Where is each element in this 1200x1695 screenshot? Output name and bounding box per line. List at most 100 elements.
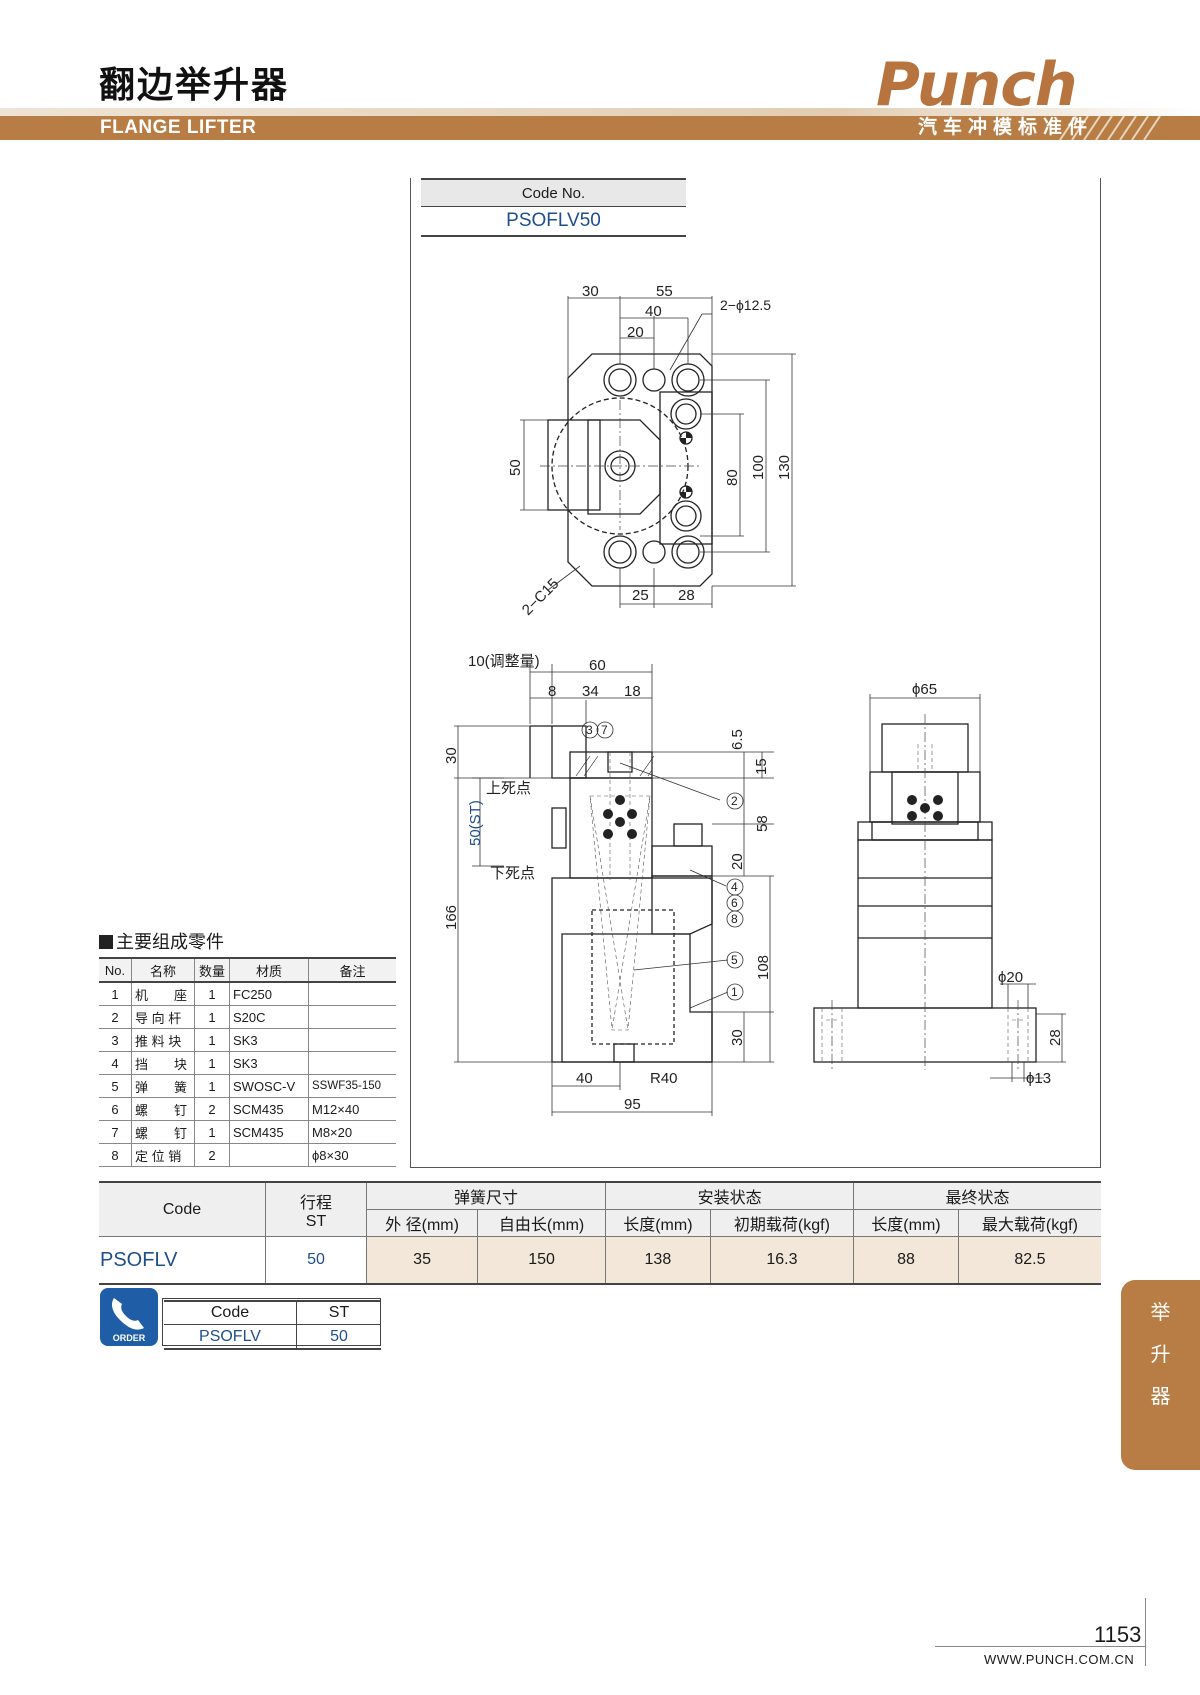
spec-st: 50 — [265, 1236, 367, 1285]
svg-text:3: 3 — [586, 723, 593, 737]
brand-logo: Punch — [876, 50, 1078, 120]
website-link[interactable]: WWW.PUNCH.COM.CN — [984, 1652, 1135, 1667]
svg-text:5: 5 — [731, 953, 738, 967]
cell: 定 位 销 — [131, 1143, 195, 1167]
svg-text:95: 95 — [624, 1096, 641, 1113]
cell: 1 — [194, 1005, 230, 1029]
svg-text:2−C15: 2−C15 — [519, 575, 563, 619]
cell: M8×20 — [308, 1120, 396, 1144]
cell: 7 — [99, 1120, 132, 1144]
spec-subheader: 长度(mm) — [605, 1209, 711, 1237]
parts-title: 主要组成零件 — [99, 928, 224, 954]
svg-text:2−ϕ12.5: 2−ϕ12.5 — [720, 297, 771, 313]
svg-text:ϕ20: ϕ20 — [998, 969, 1023, 986]
cell: 机 座 — [131, 982, 195, 1006]
svg-text:50: 50 — [507, 459, 524, 476]
title-bar — [0, 116, 1200, 140]
cell: 推 料 块 — [131, 1028, 195, 1052]
svg-text:7: 7 — [601, 723, 608, 737]
cell: 1 — [194, 1051, 230, 1075]
footer-rule-vertical — [1145, 1598, 1146, 1666]
cell: 3 — [99, 1028, 132, 1052]
svg-text:2: 2 — [731, 794, 738, 808]
spec-subheader: 自由长(mm) — [477, 1209, 606, 1237]
cell: 挡 块 — [131, 1051, 195, 1075]
svg-text:130: 130 — [776, 455, 793, 480]
svg-text:8: 8 — [731, 912, 738, 926]
svg-text:28: 28 — [1047, 1029, 1064, 1046]
parts-header: No. — [99, 957, 132, 983]
spec-header-install: 安装状态 — [605, 1181, 854, 1210]
svg-text:8: 8 — [548, 683, 556, 700]
spec-value: 150 — [477, 1236, 606, 1285]
parts-header: 数量 — [194, 957, 230, 983]
parts-header: 材质 — [229, 957, 309, 983]
code-number-table: Code No. PSOFLV50 — [421, 178, 686, 237]
svg-text:50(ST): 50(ST) — [467, 800, 484, 846]
spec-subheader: 长度(mm) — [853, 1209, 959, 1237]
spec-subheader: 外 径(mm) — [365, 1209, 478, 1237]
spec-header-code: Code — [99, 1181, 266, 1237]
svg-text:上死点: 上死点 — [486, 780, 531, 797]
svg-text:58: 58 — [754, 815, 771, 832]
page-number: 1153 — [1094, 1622, 1142, 1647]
cell: S20C — [229, 1005, 309, 1029]
section-tab[interactable]: 举 升 器 — [1121, 1280, 1200, 1470]
cell — [308, 982, 396, 1006]
cell: 2 — [194, 1097, 230, 1121]
square-bullet-icon — [99, 935, 113, 949]
cell: SWOSC-V — [229, 1074, 309, 1098]
code-label: Code No. — [421, 178, 686, 207]
spec-value: 16.3 — [709, 1236, 854, 1285]
section-tab-char: 举 — [1150, 1302, 1171, 1324]
cell: 2 — [194, 1143, 230, 1167]
order-header-code: Code — [164, 1300, 297, 1325]
cell: SK3 — [229, 1028, 309, 1052]
drawing-frame — [410, 178, 1101, 1168]
svg-text:40: 40 — [576, 1070, 593, 1087]
code-value: PSOFLV50 — [421, 206, 686, 237]
spec-subheader: 初期载荷(kgf) — [709, 1209, 854, 1237]
svg-text:ϕ13: ϕ13 — [1026, 1070, 1051, 1087]
cell: 4 — [99, 1051, 132, 1075]
svg-text:20: 20 — [627, 324, 644, 341]
cell: 1 — [194, 1028, 230, 1052]
section-tab-char: 升 — [1150, 1344, 1171, 1366]
cell: 6 — [99, 1097, 132, 1121]
footer-rule — [935, 1646, 1145, 1647]
cell: 1 — [99, 982, 132, 1006]
svg-text:ϕ65: ϕ65 — [912, 681, 937, 698]
cell: SK3 — [229, 1051, 309, 1075]
order-header-st: ST — [296, 1300, 381, 1325]
cell: 螺 钉 — [131, 1120, 195, 1144]
svg-text:30: 30 — [729, 1029, 746, 1046]
spec-header-stroke-cn: 行程 — [299, 1194, 332, 1212]
svg-text:60: 60 — [589, 657, 606, 674]
svg-text:40: 40 — [645, 303, 662, 320]
front-view-base — [551, 877, 713, 1063]
parts-title-text: 主要组成零件 — [116, 932, 224, 952]
svg-text:108: 108 — [755, 955, 772, 980]
parts-header-row: No. 名称 数量 材质 备注 — [99, 957, 396, 983]
svg-text:80: 80 — [724, 469, 741, 486]
cell: 螺 钉 — [131, 1097, 195, 1121]
cell: SCM435 — [229, 1120, 309, 1144]
svg-text:10(调整量): 10(调整量) — [468, 653, 540, 670]
cell: 1 — [194, 1074, 230, 1098]
page-title: 翻边举升器 — [99, 65, 290, 106]
cell: 1 — [194, 1120, 230, 1144]
svg-text:6.5: 6.5 — [729, 729, 746, 750]
cell: M12×40 — [308, 1097, 396, 1121]
order-st: 50 — [296, 1324, 381, 1350]
svg-text:34: 34 — [582, 683, 599, 700]
stripe-decoration — [1059, 116, 1161, 140]
spec-value: 35 — [365, 1236, 478, 1285]
order-table: Code ST PSOFLV 50 — [164, 1300, 381, 1350]
cell — [308, 1028, 396, 1052]
parts-header: 名称 — [131, 957, 195, 983]
